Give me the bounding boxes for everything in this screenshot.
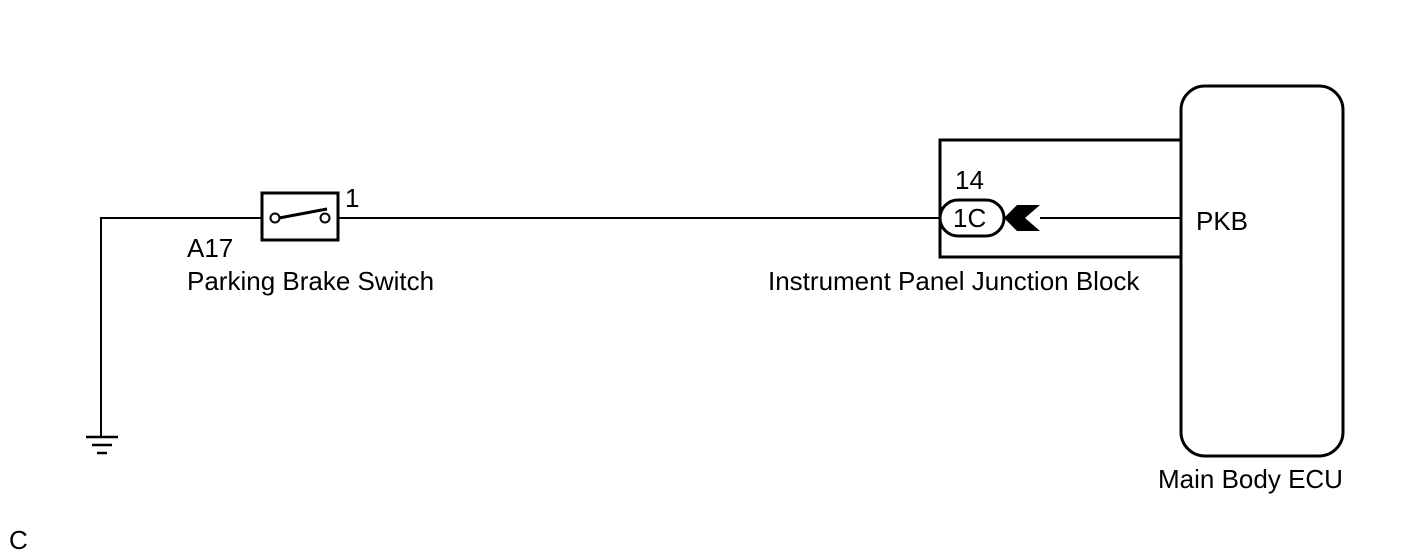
ecu-terminal-label: PKB <box>1196 206 1248 236</box>
switch-contact-right <box>319 212 331 224</box>
ground-wire <box>100 217 262 437</box>
switch-pin-label: 1 <box>345 183 359 213</box>
switch-contact-left <box>269 212 281 224</box>
corner-mark: C <box>9 525 28 555</box>
parking-brake-switch <box>260 191 340 242</box>
ecu-box <box>1179 84 1345 458</box>
ecu-name: Main Body ECU <box>1158 464 1343 494</box>
switch-arm <box>278 207 328 220</box>
junction-pin-label: 14 <box>955 165 984 195</box>
junction-block-name: Instrument Panel Junction Block <box>768 266 1140 296</box>
connector-arrow-icon <box>1004 205 1040 231</box>
switch-connector-id: A17 <box>187 233 233 263</box>
switch-name: Parking Brake Switch <box>187 266 434 296</box>
connector-label: 1C <box>953 203 986 233</box>
ground-symbol <box>86 435 118 455</box>
junction-block-outline <box>938 138 1181 259</box>
